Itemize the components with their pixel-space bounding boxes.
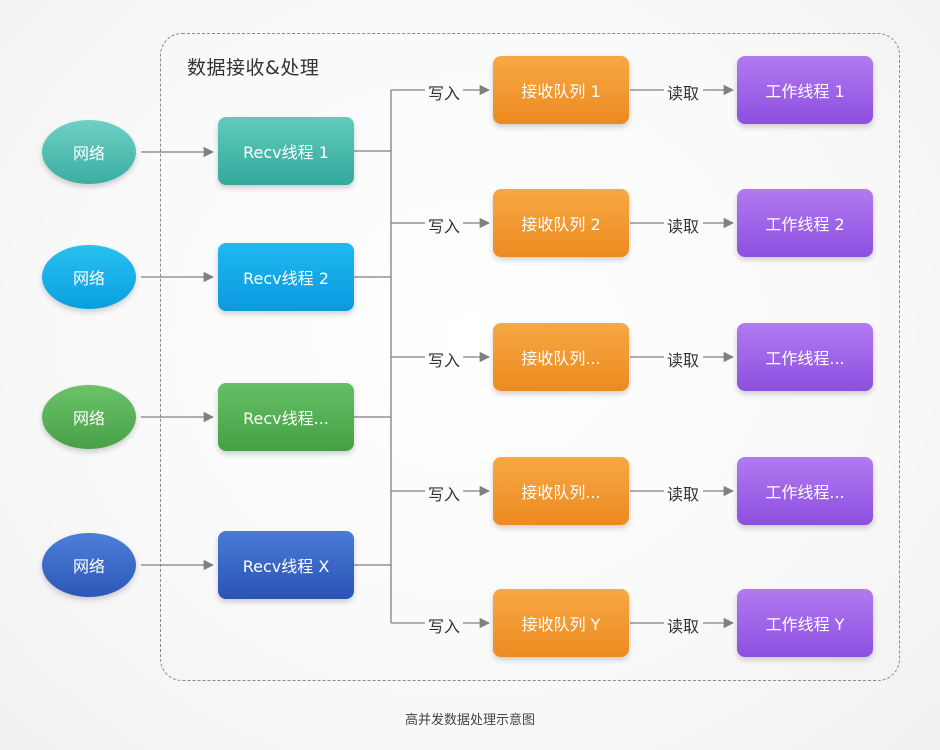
read-label-5: 读取 bbox=[667, 617, 700, 636]
network-node-3: 网络 bbox=[42, 385, 136, 449]
group-title: 数据接收&处理 bbox=[187, 57, 320, 79]
read-label-2: 读取 bbox=[667, 217, 700, 236]
worker-thread-4: 工作线程... bbox=[737, 457, 873, 525]
recv-thread-4: Recv线程 X bbox=[218, 531, 354, 599]
worker-thread-3: 工作线程... bbox=[737, 323, 873, 391]
receive-queue-2: 接收队列 2 bbox=[493, 189, 629, 257]
write-label-2: 写入 bbox=[428, 217, 461, 236]
write-label-3: 写入 bbox=[428, 351, 461, 370]
worker-thread-5: 工作线程 Y bbox=[737, 589, 873, 657]
receive-queue-5: 接收队列 Y bbox=[493, 589, 629, 657]
read-label-3: 读取 bbox=[667, 351, 700, 370]
network-node-2: 网络 bbox=[42, 245, 136, 309]
recv-thread-2: Recv线程 2 bbox=[218, 243, 354, 311]
network-node-1: 网络 bbox=[42, 120, 136, 184]
figure-caption: 高并发数据处理示意图 bbox=[404, 713, 535, 728]
recv-thread-3: Recv线程... bbox=[218, 383, 354, 451]
recv-thread-1: Recv线程 1 bbox=[218, 117, 354, 185]
worker-thread-1: 工作线程 1 bbox=[737, 56, 873, 124]
worker-thread-2: 工作线程 2 bbox=[737, 189, 873, 257]
receive-queue-3: 接收队列... bbox=[493, 323, 629, 391]
write-label-4: 写入 bbox=[428, 485, 461, 504]
read-label-1: 读取 bbox=[667, 84, 700, 103]
receive-queue-4: 接收队列... bbox=[493, 457, 629, 525]
receive-queue-1: 接收队列 1 bbox=[493, 56, 629, 124]
network-node-4: 网络 bbox=[42, 533, 136, 597]
read-label-4: 读取 bbox=[667, 485, 700, 504]
write-label-1: 写入 bbox=[428, 84, 461, 103]
write-label-5: 写入 bbox=[428, 617, 461, 636]
processing-group-frame bbox=[160, 33, 900, 681]
